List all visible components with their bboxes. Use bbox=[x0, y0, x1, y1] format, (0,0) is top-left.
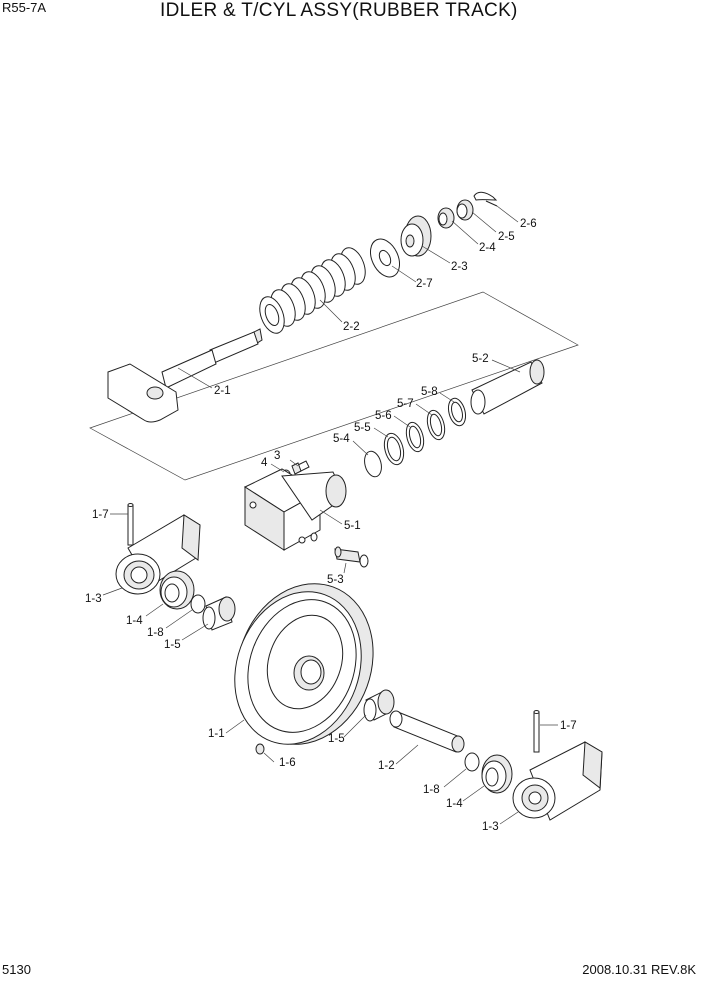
spring-seat-2-3 bbox=[400, 215, 432, 257]
label-3: 3 bbox=[274, 450, 280, 462]
label-5-4: 5-4 bbox=[333, 433, 350, 445]
ring-5-5 bbox=[383, 432, 405, 466]
ring-5-7 bbox=[426, 409, 446, 441]
label-5-2: 5-2 bbox=[472, 353, 489, 365]
idler-wheel-1-1 bbox=[234, 583, 374, 745]
model-code: R55-7A bbox=[2, 0, 47, 15]
label-5-1: 5-1 bbox=[344, 520, 361, 532]
ring-5-8 bbox=[447, 397, 467, 427]
label-1-3-left: 1-3 bbox=[85, 593, 102, 605]
ring-5-6 bbox=[405, 421, 425, 453]
rod-2-1 bbox=[107, 328, 263, 423]
label-1-7-right: 1-7 bbox=[560, 720, 577, 732]
label-5-6: 5-6 bbox=[375, 410, 392, 422]
label-5-5: 5-5 bbox=[354, 422, 371, 434]
assembly-outline bbox=[89, 291, 579, 481]
label-4: 4 bbox=[261, 457, 268, 469]
castle-nut-2-5 bbox=[456, 199, 474, 221]
seal-1-4-right bbox=[481, 754, 513, 794]
revision-date: 2008.10.31 REV.8K bbox=[582, 962, 696, 977]
label-1-8-right: 1-8 bbox=[423, 784, 440, 796]
label-1-4-right: 1-4 bbox=[446, 798, 463, 810]
label-1-4-left: 1-4 bbox=[126, 615, 143, 627]
label-2-6: 2-6 bbox=[520, 218, 537, 230]
spring-2-2 bbox=[259, 247, 366, 334]
label-1-3-right: 1-3 bbox=[482, 821, 499, 833]
shaft-1-2 bbox=[389, 710, 465, 753]
label-2-5: 2-5 bbox=[498, 231, 515, 243]
cotter-pin-2-6 bbox=[473, 191, 498, 207]
oring-1-8-left bbox=[190, 594, 206, 614]
bushing-1-5-right bbox=[363, 689, 395, 722]
plate-2-7 bbox=[369, 238, 401, 278]
label-1-8-left: 1-8 bbox=[147, 627, 164, 639]
label-2-7: 2-7 bbox=[416, 278, 433, 290]
piston-5-2 bbox=[470, 359, 545, 415]
label-5-8: 5-8 bbox=[421, 386, 438, 398]
page-title: IDLER & T/CYL ASSY(RUBBER TRACK) bbox=[160, 0, 518, 21]
bracket-1-3-right bbox=[512, 741, 603, 821]
label-2-1: 2-1 bbox=[214, 385, 231, 397]
page-number: 5130 bbox=[2, 962, 31, 977]
label-5-3: 5-3 bbox=[327, 574, 344, 586]
label-1-5-right: 1-5 bbox=[328, 733, 345, 745]
label-1-5-left: 1-5 bbox=[164, 639, 181, 651]
cylinder-body-5-1 bbox=[243, 468, 347, 551]
bushing-1-5-left bbox=[202, 596, 236, 631]
oring-5-4 bbox=[364, 450, 382, 478]
grease-valve-5-3 bbox=[334, 546, 369, 568]
label-2-2: 2-2 bbox=[343, 321, 360, 333]
leader-lines bbox=[102, 205, 558, 825]
washer-2-4 bbox=[437, 207, 455, 229]
oring-1-8-right bbox=[464, 752, 480, 772]
plug-1-6 bbox=[255, 743, 265, 755]
label-1-7-left: 1-7 bbox=[92, 509, 109, 521]
label-1-1: 1-1 bbox=[208, 728, 225, 740]
label-1-2: 1-2 bbox=[378, 760, 395, 772]
label-2-3: 2-3 bbox=[451, 261, 468, 273]
bracket-1-3-left bbox=[115, 514, 201, 595]
bolt-3 bbox=[291, 460, 310, 475]
spring-pin-1-7-right bbox=[533, 710, 540, 753]
label-1-6: 1-6 bbox=[279, 757, 296, 769]
label-2-4: 2-4 bbox=[479, 242, 496, 254]
label-5-7: 5-7 bbox=[397, 398, 414, 410]
seal-1-4-left bbox=[159, 570, 195, 610]
spring-pin-1-7-left bbox=[127, 503, 134, 546]
